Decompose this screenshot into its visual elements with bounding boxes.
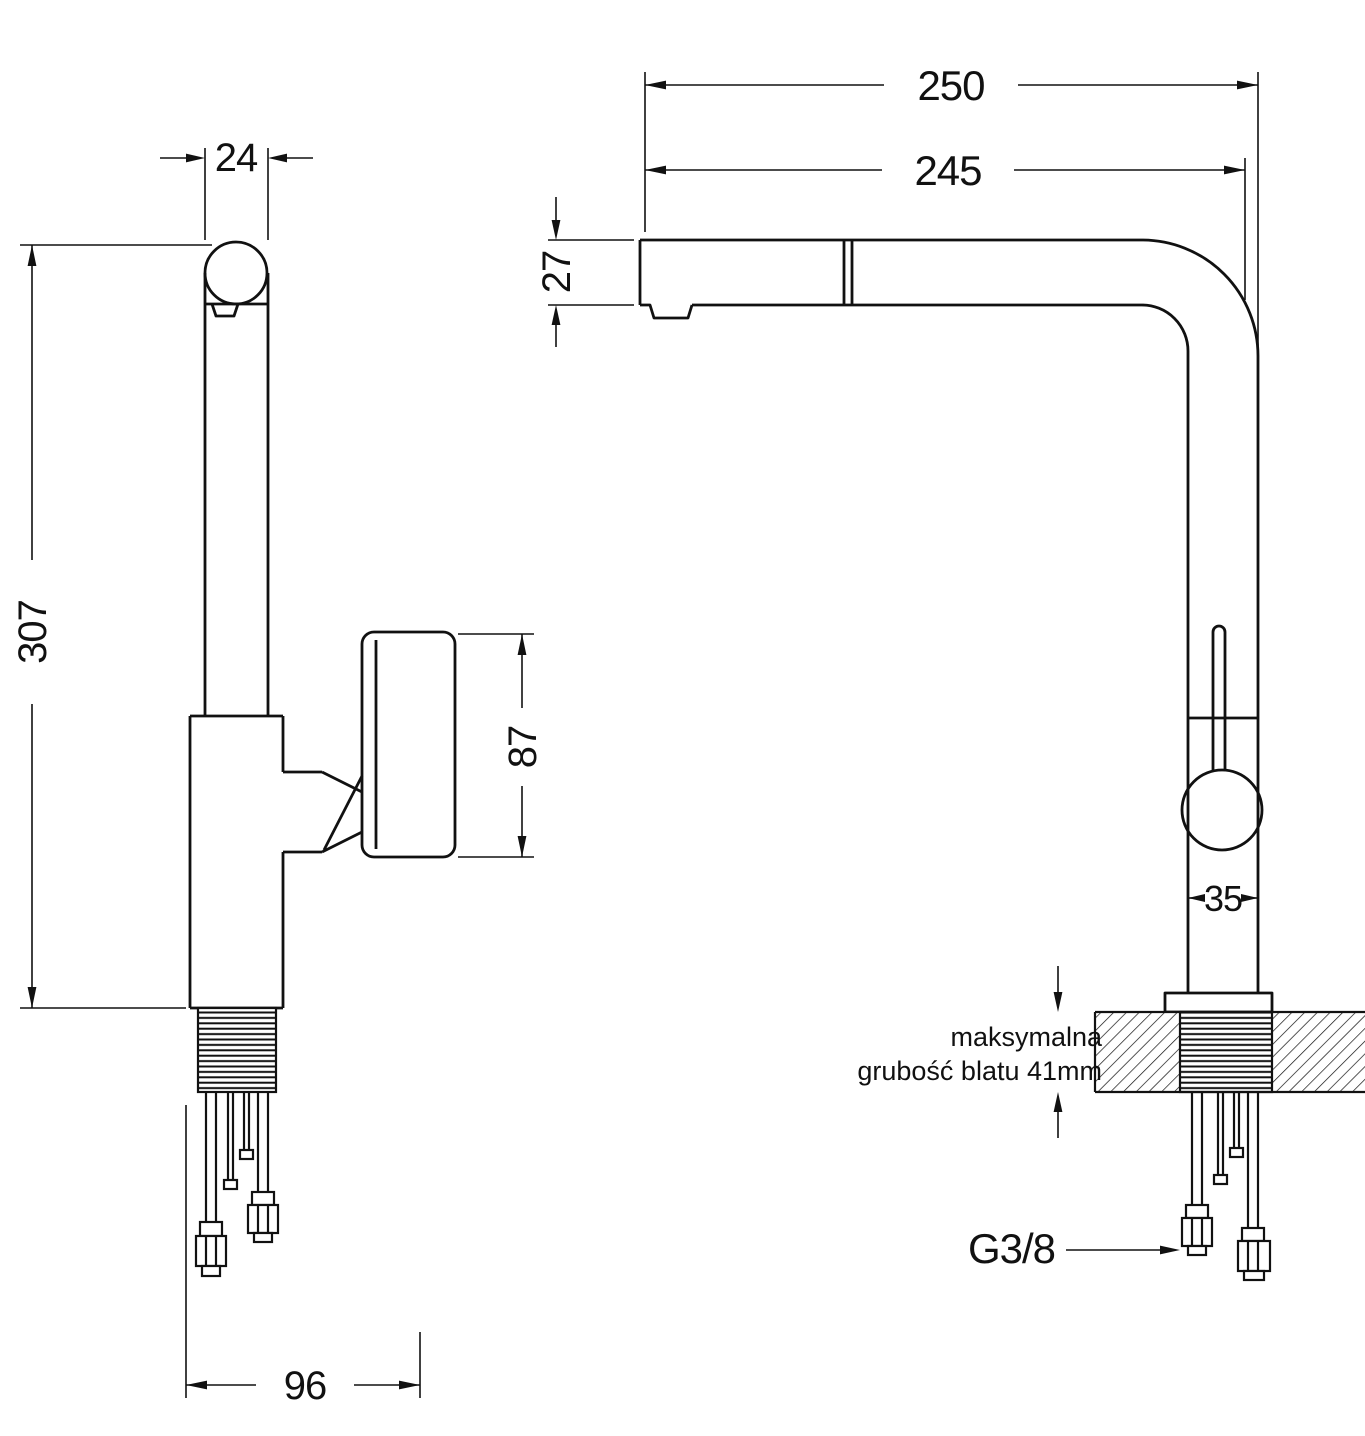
dim-87-label: 87 bbox=[501, 726, 545, 769]
mounting-stud bbox=[238, 1148, 255, 1161]
counter-note-line2: grubość blatu 41mm bbox=[857, 1056, 1102, 1086]
countertop-section bbox=[1093, 1010, 1365, 1094]
dim-250-label: 250 bbox=[917, 62, 984, 109]
arrowhead bbox=[1241, 894, 1258, 902]
arrowhead bbox=[1053, 1092, 1063, 1112]
countertop-hatch-left bbox=[1095, 1012, 1180, 1092]
dimension-24: 24 bbox=[160, 136, 313, 240]
arrowhead bbox=[551, 305, 561, 325]
arrowhead bbox=[645, 80, 666, 90]
dim-245-label: 245 bbox=[914, 147, 981, 194]
dimension-245: 245 bbox=[645, 147, 1246, 300]
thread-size-callout: G3/8 bbox=[968, 1225, 1180, 1272]
hose-nut bbox=[246, 1203, 280, 1235]
hose-nut bbox=[1180, 1216, 1214, 1248]
spout-head-curve bbox=[203, 240, 269, 306]
arrowhead bbox=[268, 153, 287, 163]
arrowhead bbox=[186, 1380, 207, 1390]
arrowhead bbox=[399, 1380, 420, 1390]
arrowhead bbox=[186, 153, 205, 163]
dimension-307: 307 bbox=[11, 244, 212, 1009]
thread-size-label: G3/8 bbox=[968, 1225, 1055, 1272]
mounting-stud bbox=[1228, 1146, 1245, 1159]
side-view-faucet-outline bbox=[188, 240, 457, 1010]
mounting-thread bbox=[1178, 1010, 1274, 1094]
side-view-mounting-hardware bbox=[194, 1092, 280, 1278]
hose-nut bbox=[1236, 1239, 1272, 1273]
counter-note-line1: maksymalna bbox=[950, 1022, 1103, 1052]
aerator bbox=[640, 303, 694, 320]
handle-knob bbox=[360, 630, 457, 859]
mounting-stud bbox=[1212, 1173, 1229, 1186]
front-view: maksymalna grubość blatu 41mm bbox=[535, 62, 1365, 1282]
hose-collar bbox=[1240, 1226, 1266, 1243]
handle-joint-line bbox=[322, 775, 364, 851]
dimension-96: 96 bbox=[185, 1105, 421, 1408]
base-flange bbox=[1163, 991, 1274, 1014]
hose-collar bbox=[1184, 1203, 1210, 1220]
dim-307-label: 307 bbox=[11, 600, 55, 664]
dimension-250: 250 bbox=[644, 62, 1259, 356]
hose-nut bbox=[194, 1234, 228, 1268]
dim-27-label: 27 bbox=[535, 251, 579, 294]
side-view-thread-section bbox=[196, 1006, 278, 1094]
lever-ball-joint bbox=[1180, 768, 1264, 852]
spout-outlet bbox=[210, 303, 240, 318]
hose-collar bbox=[250, 1190, 276, 1207]
dim-96-label: 96 bbox=[284, 1364, 327, 1408]
arrowhead bbox=[27, 245, 37, 266]
arrowhead bbox=[27, 987, 37, 1008]
arrowhead bbox=[1160, 1245, 1180, 1255]
arrowhead bbox=[517, 836, 527, 857]
front-view-faucet-outline bbox=[638, 238, 1274, 1014]
arrowhead bbox=[1188, 894, 1205, 902]
dimension-counter-thickness: maksymalna grubość blatu 41mm bbox=[857, 966, 1103, 1138]
spout-inner-profile bbox=[692, 303, 1190, 993]
spout-outer-profile bbox=[640, 238, 1260, 993]
mounting-thread bbox=[196, 1006, 278, 1094]
arrowhead bbox=[1053, 992, 1063, 1012]
arrowhead bbox=[551, 220, 561, 240]
dimension-27: 27 bbox=[535, 197, 634, 347]
dimension-35: 35 bbox=[1188, 878, 1258, 919]
side-view: 24 307 87 96 bbox=[11, 136, 545, 1408]
dimension-87: 87 bbox=[458, 633, 545, 858]
arrowhead bbox=[1224, 165, 1245, 175]
hose-collar bbox=[198, 1220, 224, 1238]
dim-24-label: 24 bbox=[215, 136, 258, 180]
arrowhead bbox=[1237, 80, 1258, 90]
mounting-stud bbox=[222, 1178, 239, 1191]
arrowhead bbox=[517, 634, 527, 655]
arrowhead bbox=[645, 165, 666, 175]
dim-35-label: 35 bbox=[1204, 878, 1242, 919]
countertop-hatch-right bbox=[1272, 1012, 1365, 1092]
front-view-mounting-hardware bbox=[1180, 1092, 1272, 1282]
